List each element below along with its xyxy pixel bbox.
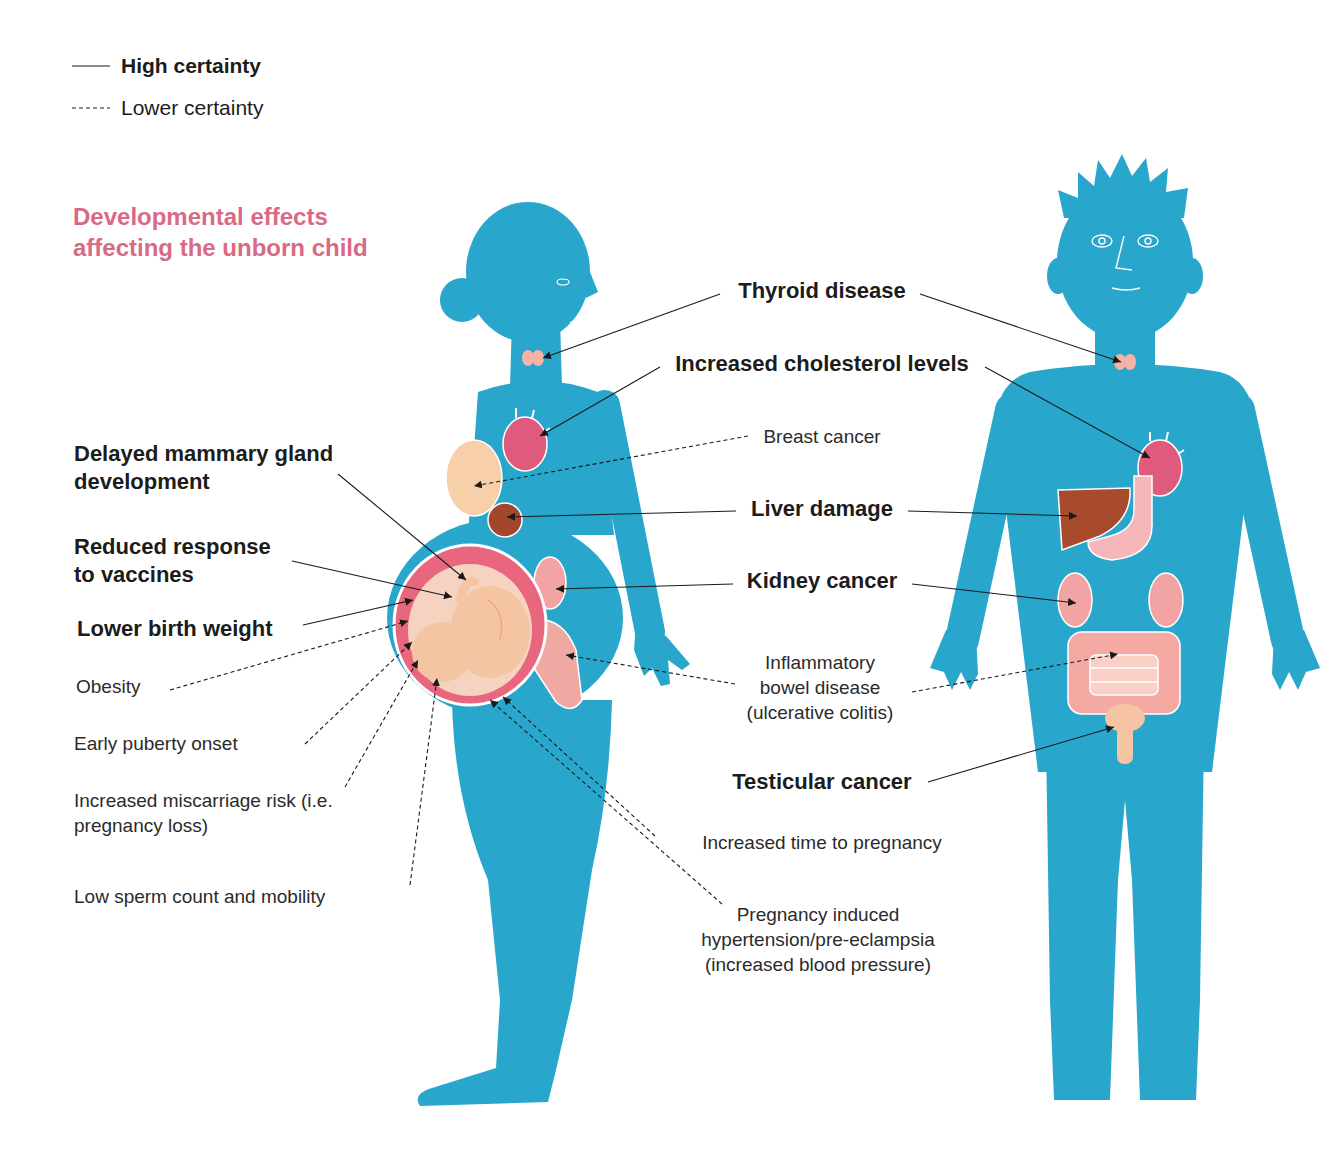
legend-text: High certainty [121, 52, 261, 80]
leader-line [503, 697, 655, 836]
man-organs [1058, 354, 1184, 764]
woman-silhouette [387, 202, 690, 1106]
fetus-arm [460, 581, 474, 600]
leader-line [345, 660, 418, 787]
arm [605, 405, 650, 632]
hand [1272, 630, 1320, 690]
nose [1116, 236, 1132, 270]
heart [503, 417, 547, 471]
belly [387, 518, 623, 718]
leader-line [292, 561, 452, 597]
legend-sample [72, 52, 112, 80]
hair-bun [440, 278, 484, 322]
pupil [1145, 238, 1151, 244]
leader-line [912, 584, 1076, 603]
penis [1117, 718, 1133, 764]
leader-line [920, 294, 1121, 362]
solid-leaders [292, 294, 1150, 782]
mouth [570, 321, 582, 322]
effect-label: Increased time to pregnancy [672, 830, 972, 855]
effect-label: Liver damage [672, 495, 972, 523]
ear [1047, 258, 1069, 294]
effect-label: Obesity [76, 674, 226, 699]
heart-vessels [1150, 432, 1184, 454]
leader-line [908, 511, 1077, 516]
neck [510, 318, 562, 388]
effect-label: Reduced response to vaccines [74, 533, 289, 589]
effect-label: Breast cancer [722, 424, 922, 449]
leader-line [303, 600, 413, 625]
effect-label: Increased miscarriage risk (i.e. pregnan… [74, 788, 334, 838]
effect-label: Low sperm count and mobility [74, 884, 394, 909]
eye [1138, 235, 1158, 247]
kidney [1058, 573, 1092, 627]
leader-line [410, 678, 437, 885]
effect-label: Kidney cancer [672, 567, 972, 595]
leader-line [566, 655, 735, 684]
kidney [1149, 573, 1183, 627]
leader-line [985, 367, 1150, 458]
legend-row: High certainty [72, 52, 212, 80]
leader-line [928, 727, 1114, 782]
effect-label: Lower birth weight [77, 615, 337, 643]
legs [418, 700, 612, 1106]
man-face [1092, 235, 1158, 290]
fetus-detail [488, 600, 502, 640]
fetus-head [412, 622, 472, 682]
intestine [1068, 632, 1180, 714]
heart-vessels [516, 408, 550, 432]
womb-lining [408, 564, 532, 696]
legend-sample [72, 94, 112, 122]
effect-label: Increased cholesterol levels [652, 350, 992, 378]
mouth [1112, 288, 1140, 290]
eye [1092, 235, 1112, 247]
uterus [394, 545, 546, 705]
small-intestine [1090, 655, 1158, 695]
effect-label: Delayed mammary gland development [74, 440, 374, 496]
leader-line [507, 511, 736, 517]
head [1057, 184, 1193, 340]
leader-line [556, 584, 733, 589]
dashed-line-sample [72, 107, 110, 108]
leader-line [305, 642, 412, 744]
effect-label: Thyroid disease [672, 277, 972, 305]
leader-line [338, 474, 466, 580]
thyroid [1124, 354, 1136, 370]
effect-label: Testicular cancer [672, 768, 972, 796]
arm [1238, 410, 1288, 640]
thyroid [532, 350, 544, 366]
arm [962, 410, 1012, 640]
legend-row: Lower certainty [72, 94, 214, 122]
intestine-folds [1090, 668, 1158, 682]
eye [557, 279, 569, 285]
leader-line [543, 294, 720, 358]
liver [488, 503, 522, 537]
solid-line-sample [72, 65, 110, 66]
man-silhouette [930, 154, 1320, 1100]
dashed-leaders [170, 436, 1118, 904]
torso [995, 364, 1255, 772]
section-heading: Developmental effects affecting the unbo… [73, 201, 433, 263]
effect-label: Inflammatory bowel disease (ulcerative c… [740, 650, 901, 725]
nose [586, 262, 598, 298]
legend-text: Lower certainty [121, 94, 263, 122]
breast [446, 440, 502, 516]
liver [1058, 488, 1130, 550]
ear [1181, 258, 1203, 294]
effect-label: Early puberty onset [74, 731, 294, 756]
effect-label: Pregnancy induced hypertension/pre-eclam… [688, 902, 948, 977]
legs [1046, 740, 1204, 1100]
leader-line [912, 654, 1118, 692]
hand [634, 622, 690, 686]
pupil [1099, 238, 1105, 244]
leader-line [540, 367, 660, 436]
woman-organs [394, 350, 582, 709]
leader-line [474, 436, 748, 486]
leader-line [490, 700, 722, 904]
